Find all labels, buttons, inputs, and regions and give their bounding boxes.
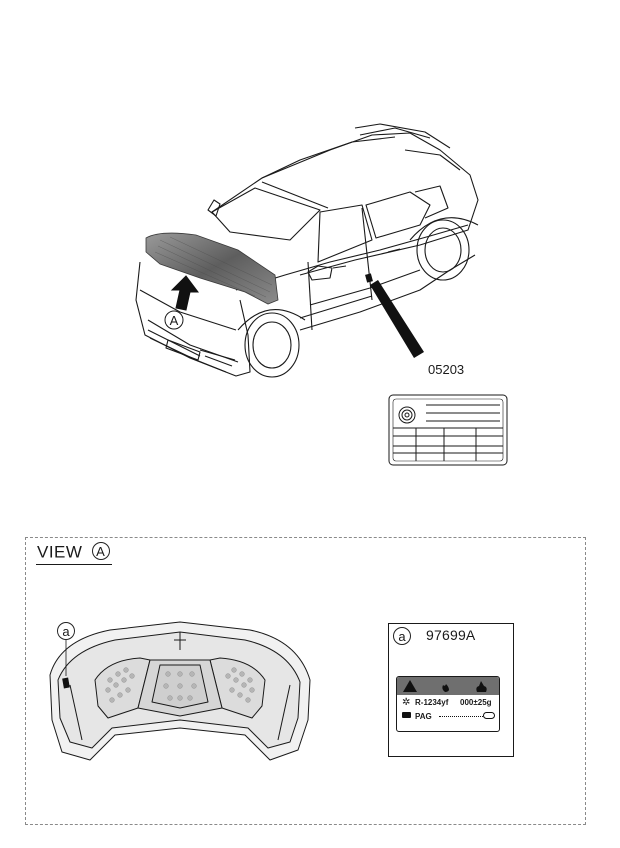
view-arrow [170, 275, 199, 311]
gear-icon: ✲ [402, 697, 411, 708]
oil-can-icon [402, 712, 411, 718]
hood-hatching [154, 236, 273, 298]
view-title-text: VIEW [37, 542, 83, 562]
hood-underside-illustration [49, 621, 311, 761]
view-a-title: VIEW A [37, 542, 110, 563]
part-number-refrigerant-label: 97699A [426, 627, 476, 643]
hood-dimples [105, 667, 255, 703]
warning-strip [397, 677, 499, 695]
fine-print-mark [439, 716, 483, 719]
oil-type: PAG [415, 712, 432, 721]
label-pointer-arrow [370, 280, 424, 358]
warning-triangle-icon [403, 680, 417, 692]
capsule-icon [483, 712, 495, 719]
car-body [135, 123, 479, 378]
view-a-panel [25, 537, 586, 825]
refrigerant-label-ref: a [393, 627, 411, 645]
refrigerant-warning-label: ✲ R-1234yf 000±25g PAG [396, 676, 500, 732]
detail-a-callout: a [57, 622, 75, 640]
detail-a-callout-text: a [62, 623, 70, 639]
hood-highlight [145, 232, 279, 305]
part-number-ac-label: 05203 [428, 362, 464, 377]
view-title-ref: A [96, 543, 106, 559]
view-a-callout-circle [164, 310, 184, 330]
view-title-ref-circle: A [91, 542, 110, 560]
refrigerant-charge: 000±25g [460, 698, 492, 707]
vehicle-illustration: A 05203 [135, 123, 508, 466]
hazard-icon [476, 681, 487, 692]
ac-label-illustration [388, 394, 508, 466]
refrigerant-label-ref-text: a [398, 628, 406, 644]
refrigerant-type: R-1234yf [415, 698, 449, 707]
label-location-mark [365, 273, 373, 283]
warning-icons [403, 680, 487, 692]
view-a-callout-text: A [170, 313, 179, 328]
flame-icon [442, 684, 449, 692]
view-title-underline [36, 564, 112, 565]
refrigerant-label-box [388, 623, 514, 757]
refrigerant-label-location [62, 677, 70, 689]
